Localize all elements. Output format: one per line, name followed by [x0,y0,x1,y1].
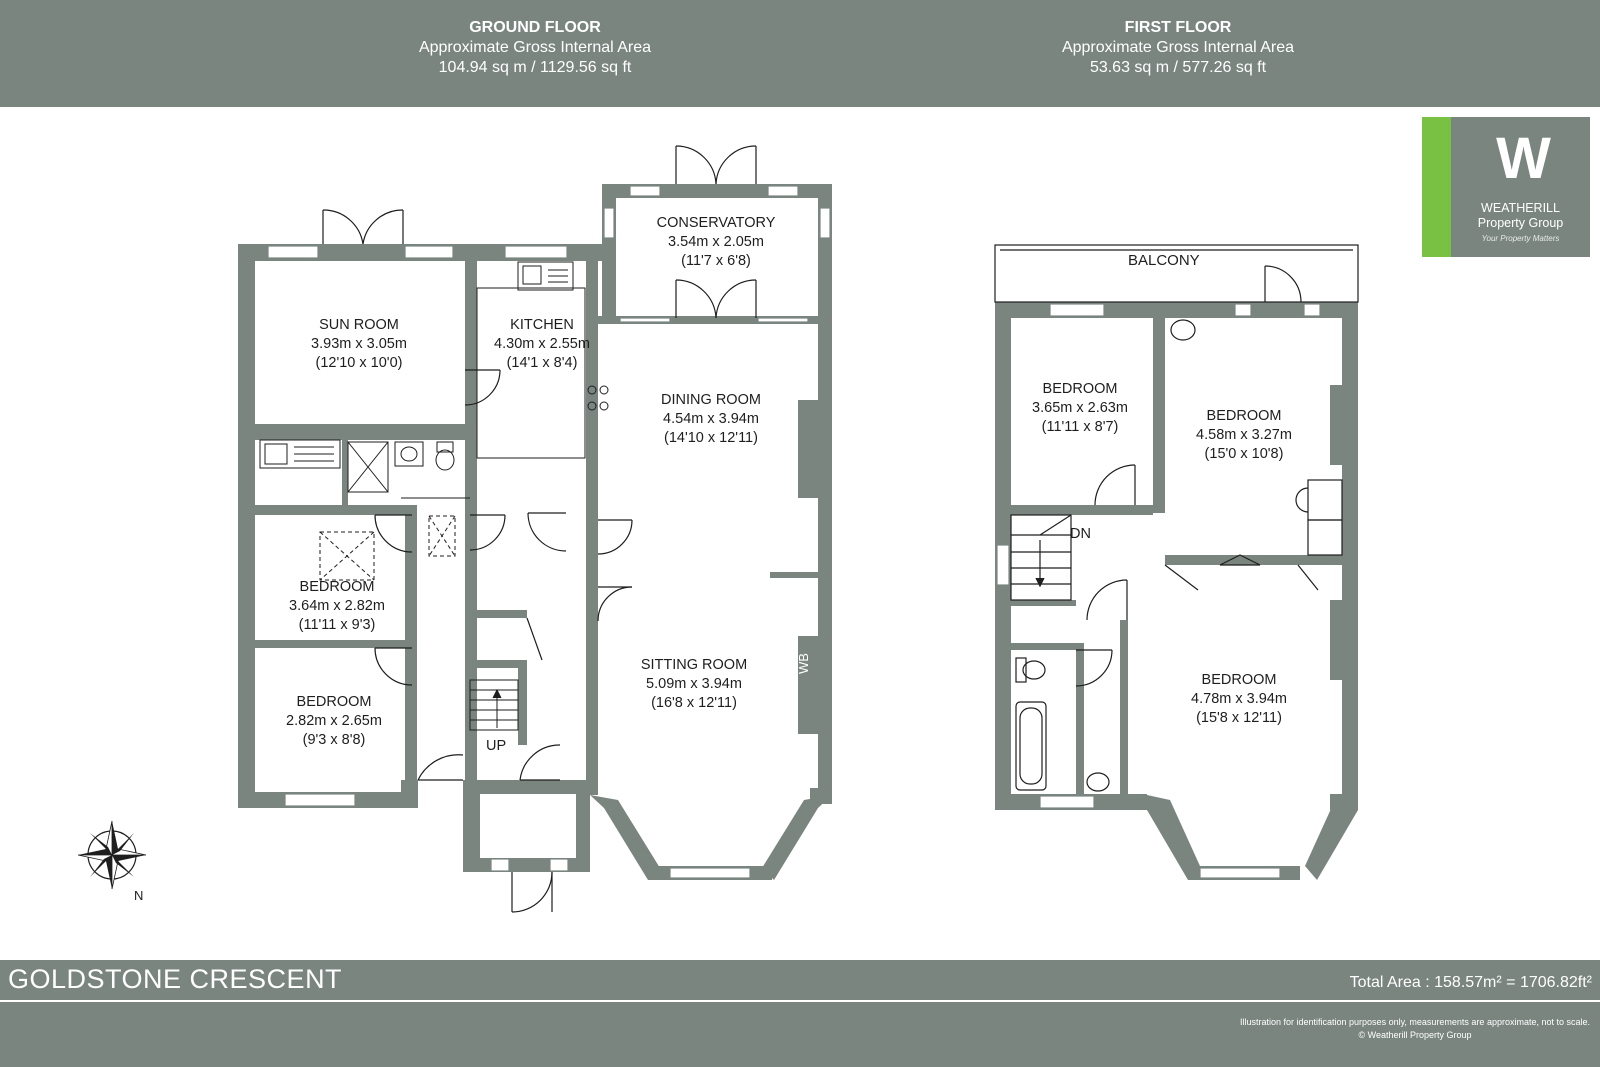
bedroom-first-3-label: BEDROOM 4.78m x 3.94m (15'8 x 12'11) [1164,671,1314,728]
dining-room-metric: 4.54m x 3.94m [663,411,759,427]
bedroom-first-2-name: BEDROOM [1206,408,1282,424]
bedroom-ground-1-metric: 3.64m x 2.82m [289,598,385,614]
bedroom-ground-1-label: BEDROOM 3.64m x 2.82m (11'11 x 9'3) [262,578,412,635]
sitting-room-metric: 5.09m x 3.94m [646,676,742,692]
floor-plan-drawing [77,145,1359,913]
first-floor-header: FIRST FLOOR Approximate Gross Internal A… [978,18,1378,78]
bedroom-first-1-imperial: (11'11 x 8'7) [1041,419,1119,435]
bedroom-ground-1-imperial: (11'11 x 9'3) [298,617,376,633]
bedroom-first-2-metric: 4.58m x 3.27m [1196,427,1292,443]
weatherill-logo: W WEATHERILL Property Group Your Propert… [1422,117,1590,257]
ground-floor-subtitle: Approximate Gross Internal Area [418,39,652,56]
kitchen-imperial: (14'1 x 8'4) [506,355,578,371]
dining-room-label: DINING ROOM 4.54m x 3.94m (14'10 x 12'11… [636,391,786,448]
disclaimer-text: Illustration for identification purposes… [1239,1017,1590,1027]
first-floor-area: 53.63 sq m / 577.26 sq ft [1089,59,1267,76]
bedroom-first-1-metric: 3.65m x 2.63m [1032,400,1128,416]
conservatory-metric: 3.54m x 2.05m [668,234,764,250]
compass-rose-icon [77,820,147,890]
bedroom-ground-2-metric: 2.82m x 2.65m [286,713,382,729]
dining-room-imperial: (14'10 x 12'11) [664,430,758,446]
bedroom-first-1-name: BEDROOM [1042,381,1118,397]
address-bar: GOLDSTONE CRESCENT Total Area : 158.57m²… [0,960,1600,1000]
bedroom-first-1-label: BEDROOM 3.65m x 2.63m (11'11 x 8'7) [1005,380,1155,437]
kitchen-name: KITCHEN [510,317,574,333]
stairs-up-label: UP [486,738,507,754]
ground-floor-area: 104.94 sq m / 1129.56 sq ft [438,59,632,76]
conservatory-imperial: (11'7 x 6'8) [681,253,751,269]
bedroom-first-3-imperial: (15'8 x 12'11) [1196,710,1282,726]
ground-floor-windows [267,185,831,879]
kitchen-label: KITCHEN 4.30m x 2.55m (14'1 x 8'4) [467,316,617,373]
compass-north-label: N [134,888,144,903]
stairs-down-label: DN [1070,526,1091,542]
ground-floor-header: GROUND FLOOR Approximate Gross Internal … [335,18,735,78]
bedroom-first-3-metric: 4.78m x 3.94m [1191,691,1287,707]
bedroom-ground-2-label: BEDROOM 2.82m x 2.65m (9'3 x 8'8) [259,693,409,750]
sun-room-name: SUN ROOM [319,317,399,333]
logo-tagline: Your Property Matters [1481,234,1560,243]
first-floor-title: FIRST FLOOR [1124,19,1232,36]
bedroom-first-2-imperial: (15'0 x 10'8) [1204,446,1284,462]
first-floor-windows [996,303,1321,879]
bedroom-ground-2-name: BEDROOM [296,694,372,710]
logo-mark: W [1496,126,1551,191]
disclaimer-bar: Illustration for identification purposes… [0,1002,1600,1067]
sitting-room-name: SITTING ROOM [640,657,748,673]
balcony-label: BALCONY [1128,252,1200,269]
ground-floor-title: GROUND FLOOR [469,19,601,36]
header-banner: GROUND FLOOR Approximate Gross Internal … [0,0,1600,107]
bedroom-ground-2-imperial: (9'3 x 8'8) [302,732,366,748]
logo-accent-bar [1422,117,1451,257]
ground-floor-fixtures [259,261,609,731]
sitting-room-imperial: (16'8 x 12'11) [651,695,737,711]
bedroom-first-3-name: BEDROOM [1201,672,1277,688]
dining-room-name: DINING ROOM [661,392,761,408]
wb-label: WB [796,653,811,674]
copyright-text: © Weatherill Property Group [1358,1030,1472,1040]
bedroom-first-2-label: BEDROOM 4.58m x 3.27m (15'0 x 10'8) [1169,407,1319,464]
logo-name: WEATHERILL [1481,201,1560,215]
disclaimer-block: Illustration for identification purposes… [1240,1016,1590,1042]
sun-room-label: SUN ROOM 3.93m x 3.05m (12'10 x 10'0) [284,316,434,373]
ground-floor-doors [322,145,757,913]
bedroom-ground-1-name: BEDROOM [299,579,375,595]
logo-subname: Property Group [1477,216,1564,230]
sun-room-imperial: (12'10 x 10'0) [315,355,403,371]
sun-room-metric: 3.93m x 3.05m [311,336,407,352]
kitchen-metric: 4.30m x 2.55m [494,336,590,352]
first-floor-fixtures [994,244,1359,792]
total-area: Total Area : 158.57m² = 1706.82ft² [1349,974,1592,991]
conservatory-label: CONSERVATORY 3.54m x 2.05m (11'7 x 6'8) [641,214,791,271]
conservatory-name: CONSERVATORY [656,215,776,231]
sitting-room-label: SITTING ROOM 5.09m x 3.94m (16'8 x 12'11… [619,656,769,713]
first-floor-subtitle: Approximate Gross Internal Area [1061,39,1295,56]
property-address: GOLDSTONE CRESCENT [8,964,343,994]
